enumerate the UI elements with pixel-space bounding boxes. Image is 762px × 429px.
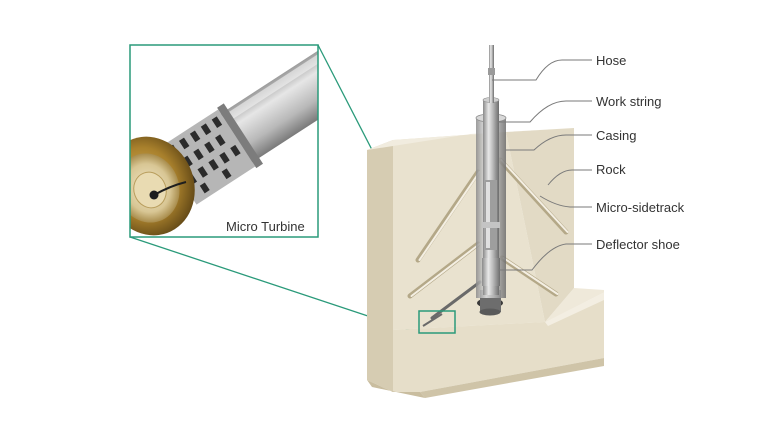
- label-work-string: Work string: [596, 94, 662, 109]
- label-deflector-shoe: Deflector shoe: [596, 237, 680, 252]
- zoom-source-box: [418, 310, 456, 334]
- wellbore-assembly: [475, 45, 507, 316]
- label-micro-turbine: Micro Turbine: [226, 219, 305, 234]
- label-rock: Rock: [596, 162, 626, 177]
- label-micro-sidetrack: Micro-sidetrack: [596, 200, 685, 215]
- callout-lines: [492, 59, 592, 271]
- label-casing: Casing: [596, 128, 637, 143]
- micro-sidetracks: [407, 157, 569, 320]
- label-hose: Hose: [596, 53, 627, 68]
- micro-turbine-inset: [129, 44, 319, 238]
